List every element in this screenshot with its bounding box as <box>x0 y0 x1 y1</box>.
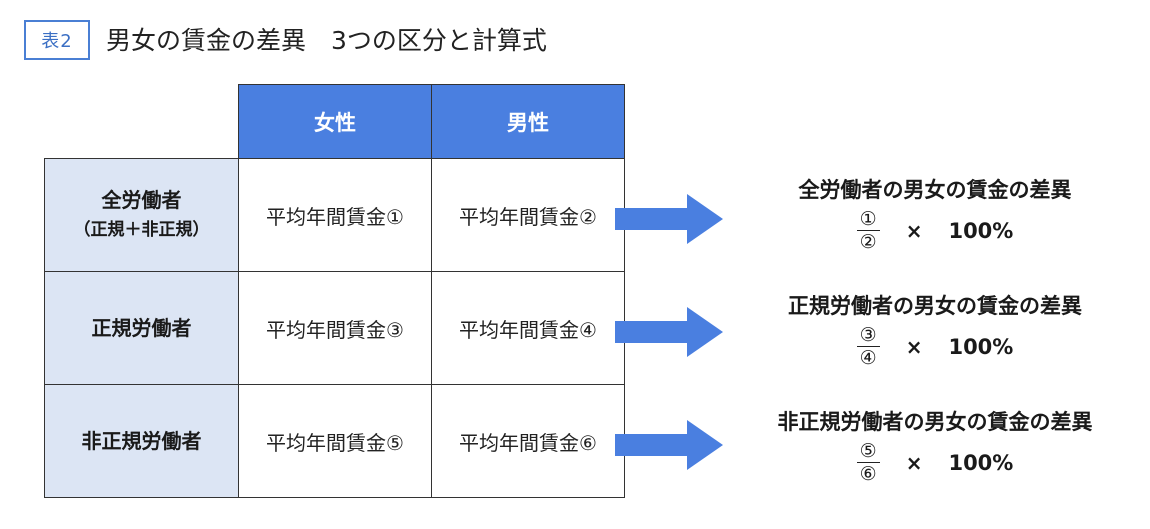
table-row: 非正規労働者 平均年間賃金⑤ 平均年間賃金⑥ <box>44 384 625 498</box>
right-arrow-icon <box>615 194 723 244</box>
percent-factor: 100% <box>948 334 1014 359</box>
right-arrow-icon <box>615 307 723 357</box>
table-header-row: 女性 男性 <box>45 84 625 159</box>
percent-factor: 100% <box>948 450 1014 475</box>
fraction: ⑤ ⑥ <box>856 440 880 485</box>
formula-expression: ① ② × 100% <box>735 208 1135 253</box>
fraction: ① ② <box>856 208 880 253</box>
formula-title: 非正規労働者の男女の賃金の差異 <box>777 410 1093 434</box>
fraction-numerator: ⑤ <box>856 440 880 463</box>
formula-expression: ⑤ ⑥ × 100% <box>735 440 1135 485</box>
wage-table: 女性 男性 全労働者 （正規＋非正規） 平均年間賃金① 平均年間賃金② 正規労働… <box>44 84 625 498</box>
multiply-sign: × <box>905 450 923 475</box>
cell-female-wage-3: 平均年間賃金③ <box>238 271 432 385</box>
right-arrow-icon <box>615 420 723 470</box>
cell-male-wage-2: 平均年間賃金② <box>431 158 625 272</box>
percent-factor: 100% <box>948 218 1014 243</box>
cell-female-wage-1: 平均年間賃金① <box>238 158 432 272</box>
cell-male-wage-6: 平均年間賃金⑥ <box>431 384 625 498</box>
table-corner <box>45 85 239 159</box>
formula-expression: ③ ④ × 100% <box>735 324 1135 369</box>
table-row: 全労働者 （正規＋非正規） 平均年間賃金① 平均年間賃金② <box>44 158 625 272</box>
page-title: 男女の賃金の差異 3つの区分と計算式 <box>106 26 547 55</box>
formula-title: 全労働者の男女の賃金の差異 <box>798 178 1072 202</box>
row-label: 全労働者 <box>101 188 182 212</box>
formula-all-workers: 全労働者の男女の賃金の差異 ① ② × 100% <box>735 176 1135 253</box>
fraction: ③ ④ <box>856 324 880 369</box>
formula-regular-workers: 正規労働者の男女の賃金の差異 ③ ④ × 100% <box>735 292 1135 369</box>
table-number-tag: 表2 <box>24 20 90 60</box>
fraction-numerator: ③ <box>856 324 880 347</box>
row-label: 非正規労働者 <box>81 429 202 453</box>
cell-male-wage-4: 平均年間賃金④ <box>431 271 625 385</box>
fraction-denominator: ② <box>859 231 877 253</box>
row-header-regular-workers: 正規労働者 <box>44 271 239 385</box>
formula-nonregular-workers: 非正規労働者の男女の賃金の差異 ⑤ ⑥ × 100% <box>735 408 1135 485</box>
multiply-sign: × <box>905 218 923 243</box>
multiply-sign: × <box>905 334 923 359</box>
row-header-nonregular-workers: 非正規労働者 <box>44 384 239 498</box>
fraction-numerator: ① <box>856 208 880 231</box>
formula-title: 正規労働者の男女の賃金の差異 <box>788 294 1082 318</box>
column-header-female: 女性 <box>238 84 432 159</box>
fraction-denominator: ⑥ <box>859 463 877 485</box>
column-header-male: 男性 <box>431 84 625 159</box>
cell-female-wage-5: 平均年間賃金⑤ <box>238 384 432 498</box>
row-header-all-workers: 全労働者 （正規＋非正規） <box>44 158 239 272</box>
row-sublabel: （正規＋非正規） <box>73 220 210 240</box>
fraction-denominator: ④ <box>859 347 877 369</box>
table-row: 正規労働者 平均年間賃金③ 平均年間賃金④ <box>44 271 625 385</box>
row-label: 正規労働者 <box>91 316 192 340</box>
